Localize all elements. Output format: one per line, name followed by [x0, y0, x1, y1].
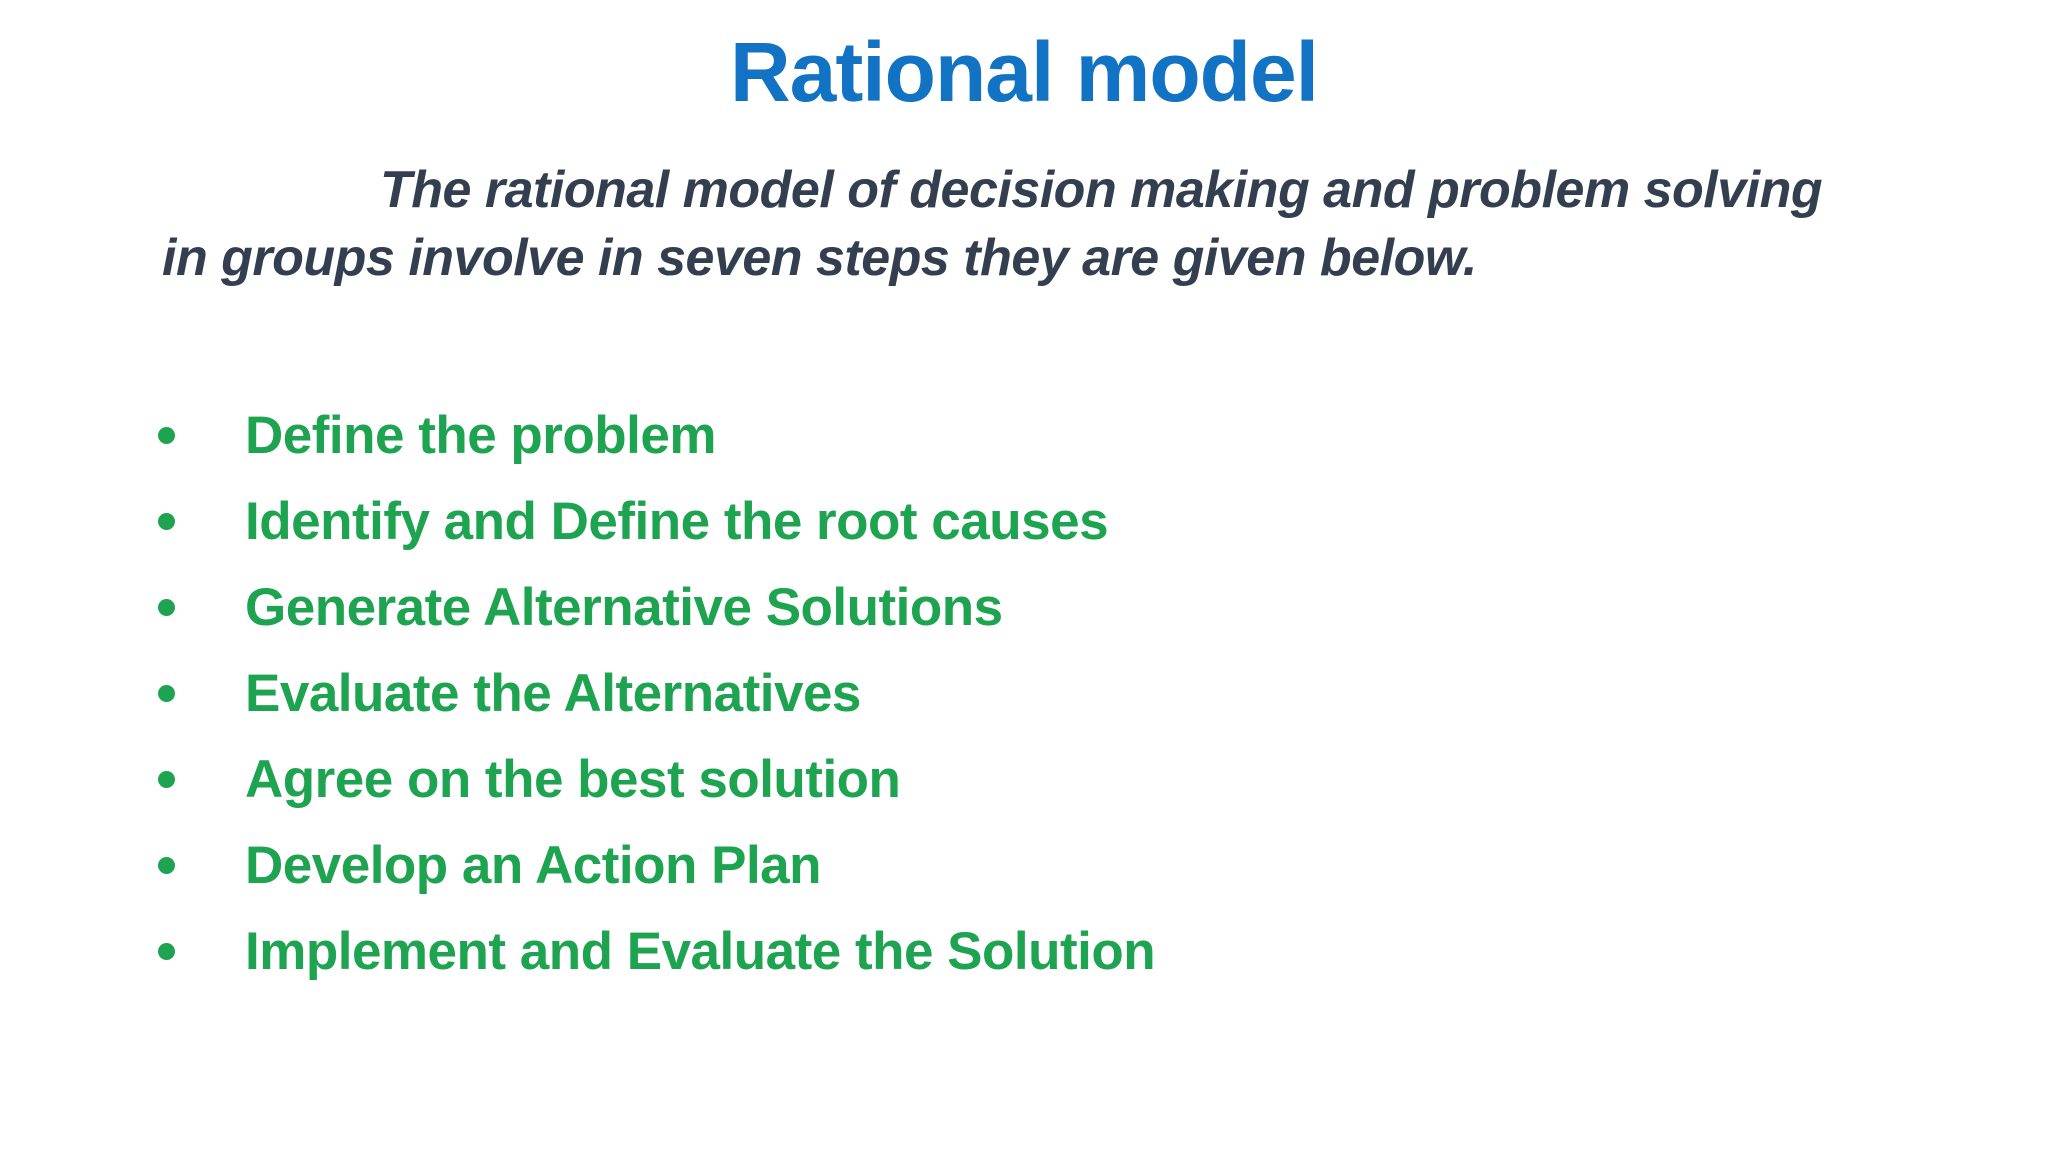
- list-item: Generate Alternative Solutions: [150, 564, 1155, 650]
- bullet-dot-icon: [158, 856, 175, 874]
- list-item: Identify and Define the root causes: [150, 478, 1155, 564]
- bullet-dot-icon: [158, 426, 175, 444]
- bullet-label: Identify and Define the root causes: [245, 491, 1109, 551]
- bullet-dot-icon: [158, 512, 175, 530]
- bullet-dot-icon: [158, 942, 175, 960]
- intro-line-1: The rational model of decision making an…: [380, 161, 1823, 219]
- list-item: Develop an Action Plan: [150, 822, 1155, 908]
- bullet-label: Evaluate the Alternatives: [245, 663, 861, 723]
- bullet-dot-icon: [158, 684, 175, 702]
- list-item: Define the problem: [150, 392, 1155, 478]
- bullet-dot-icon: [158, 598, 175, 616]
- list-item: Implement and Evaluate the Solution: [150, 908, 1156, 994]
- list-item: Evaluate the Alternatives: [150, 650, 1155, 736]
- bullet-label: Define the problem: [245, 405, 717, 465]
- slide-title: Rational model: [729, 25, 1319, 119]
- bullet-label: Generate Alternative Solutions: [245, 577, 1003, 637]
- intro-line-2: in groups involve in seven steps they ar…: [162, 229, 1477, 287]
- bullet-label: Develop an Action Plan: [245, 835, 822, 895]
- bullet-list: Define the problem Identify and Define t…: [150, 392, 1156, 994]
- bullet-dot-icon: [158, 770, 175, 788]
- bullet-label: Implement and Evaluate the Solution: [245, 921, 1156, 981]
- bullet-label: Agree on the best solution: [245, 749, 901, 809]
- intro-paragraph: The rational model of decision making an…: [162, 156, 1948, 292]
- list-item: Agree on the best solution: [150, 736, 1155, 822]
